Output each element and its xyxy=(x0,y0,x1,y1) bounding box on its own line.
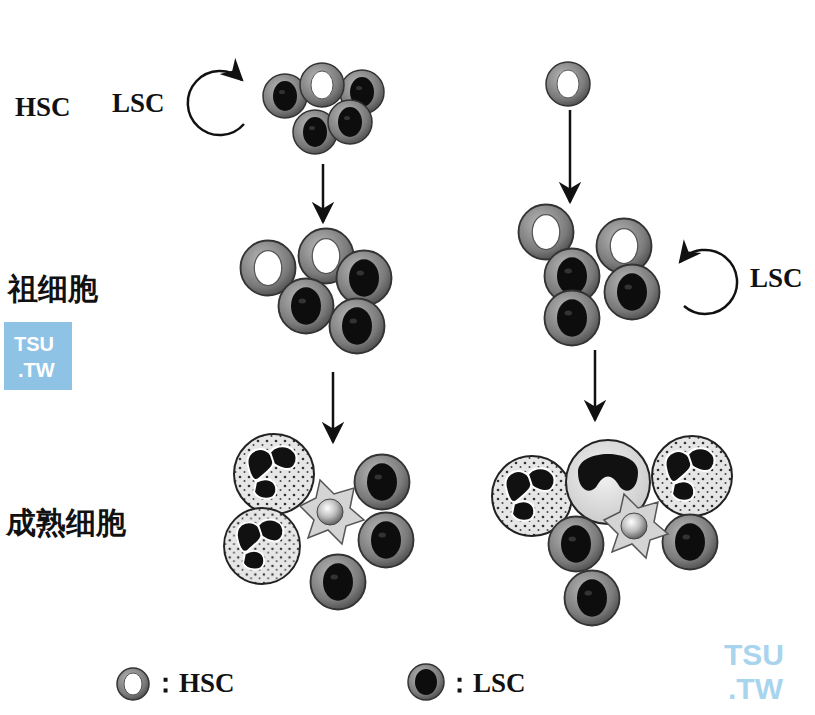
hsc-cell xyxy=(546,62,590,106)
watermark: TSU xyxy=(14,334,54,354)
legend-hsc-symbol xyxy=(117,668,149,700)
watermark: TSU xyxy=(724,640,784,670)
row-label: 祖细胞 xyxy=(8,274,98,304)
legend-entry: ：HSC xyxy=(152,670,235,697)
row-label: HSC xyxy=(15,94,71,121)
cell-cluster xyxy=(263,63,384,154)
legend-entry: ：LSC xyxy=(446,670,526,697)
progenitor-cluster xyxy=(519,205,660,346)
self-renewal-arrow xyxy=(680,250,737,314)
row-label: 成熟细胞 xyxy=(6,508,126,538)
legend-lsc-symbol xyxy=(408,664,444,700)
watermark: .TW xyxy=(18,360,55,380)
mature-cluster xyxy=(224,434,414,610)
lsc-label: LSC xyxy=(750,265,803,292)
legend-text: ：HSC xyxy=(152,668,235,698)
mature-cluster xyxy=(492,436,732,626)
watermark: .TW xyxy=(728,674,783,704)
lsc-label: LSC xyxy=(112,90,165,117)
self-renewal-arrow xyxy=(188,71,244,135)
progenitor-cluster xyxy=(241,229,392,354)
legend-text: ：LSC xyxy=(446,668,526,698)
